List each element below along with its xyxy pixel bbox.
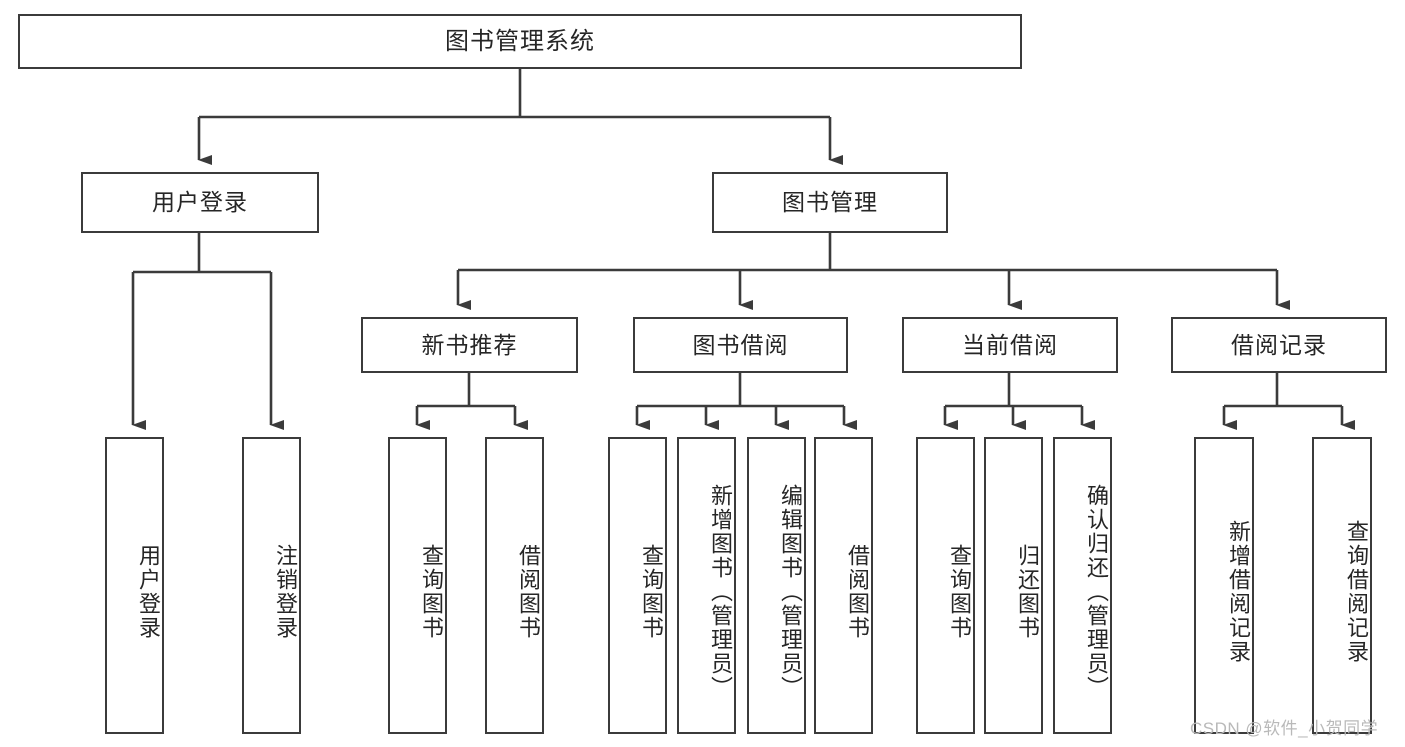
- node-book-manage-label: 图书管理: [782, 189, 878, 216]
- node-book-manage[interactable]: 图书管理: [712, 172, 948, 233]
- node-leaf-query-book-1[interactable]: 查询图书: [388, 437, 447, 734]
- node-root[interactable]: 图书管理系统: [18, 14, 1022, 69]
- node-leaf-query-book-3-label: 查询图书: [947, 543, 972, 640]
- node-leaf-confirm-return-label: 确认归还（管理员）: [1084, 483, 1109, 700]
- node-current-borrow-label: 当前借阅: [962, 331, 1058, 358]
- node-root-label: 图书管理系统: [445, 27, 595, 55]
- node-leaf-edit-book[interactable]: 编辑图书（管理员）: [747, 437, 806, 734]
- node-borrow-record-label: 借阅记录: [1231, 331, 1327, 358]
- node-leaf-query-book-3[interactable]: 查询图书: [916, 437, 975, 734]
- node-leaf-query-borrow-record-label: 查询借阅记录: [1344, 519, 1369, 664]
- node-leaf-query-book-2-label: 查询图书: [639, 543, 664, 640]
- node-book-borrow-label: 图书借阅: [692, 331, 789, 358]
- node-leaf-logout[interactable]: 注销登录: [242, 437, 301, 734]
- node-new-book-recommend[interactable]: 新书推荐: [361, 317, 578, 373]
- node-user-login-label: 用户登录: [152, 189, 248, 216]
- node-leaf-user-login-label: 用户登录: [136, 543, 161, 640]
- node-leaf-borrow-book-2-label: 借阅图书: [845, 543, 870, 640]
- node-leaf-add-borrow-record-label: 新增借阅记录: [1226, 519, 1251, 664]
- node-leaf-borrow-book-1-label: 借阅图书: [516, 543, 541, 640]
- node-leaf-add-book[interactable]: 新增图书（管理员）: [677, 437, 736, 734]
- node-leaf-confirm-return[interactable]: 确认归还（管理员）: [1053, 437, 1112, 734]
- node-leaf-return-book[interactable]: 归还图书: [984, 437, 1043, 734]
- node-leaf-borrow-book-2[interactable]: 借阅图书: [814, 437, 873, 734]
- node-book-borrow[interactable]: 图书借阅: [633, 317, 848, 373]
- node-leaf-logout-label: 注销登录: [273, 543, 298, 640]
- node-leaf-borrow-book-1[interactable]: 借阅图书: [485, 437, 544, 734]
- node-leaf-user-login[interactable]: 用户登录: [105, 437, 164, 734]
- node-leaf-add-book-label: 新增图书（管理员）: [708, 483, 733, 700]
- node-user-login[interactable]: 用户登录: [81, 172, 319, 233]
- node-current-borrow[interactable]: 当前借阅: [902, 317, 1118, 373]
- node-leaf-return-book-label: 归还图书: [1015, 543, 1040, 640]
- node-leaf-add-borrow-record[interactable]: 新增借阅记录: [1194, 437, 1254, 734]
- node-leaf-query-borrow-record[interactable]: 查询借阅记录: [1312, 437, 1372, 734]
- node-leaf-query-book-1-label: 查询图书: [419, 543, 444, 640]
- node-new-book-recommend-label: 新书推荐: [421, 331, 518, 358]
- node-leaf-edit-book-label: 编辑图书（管理员）: [778, 483, 803, 700]
- csdn-watermark: CSDN @软件_小贺同学: [1190, 719, 1379, 738]
- node-borrow-record[interactable]: 借阅记录: [1171, 317, 1387, 373]
- node-leaf-query-book-2[interactable]: 查询图书: [608, 437, 667, 734]
